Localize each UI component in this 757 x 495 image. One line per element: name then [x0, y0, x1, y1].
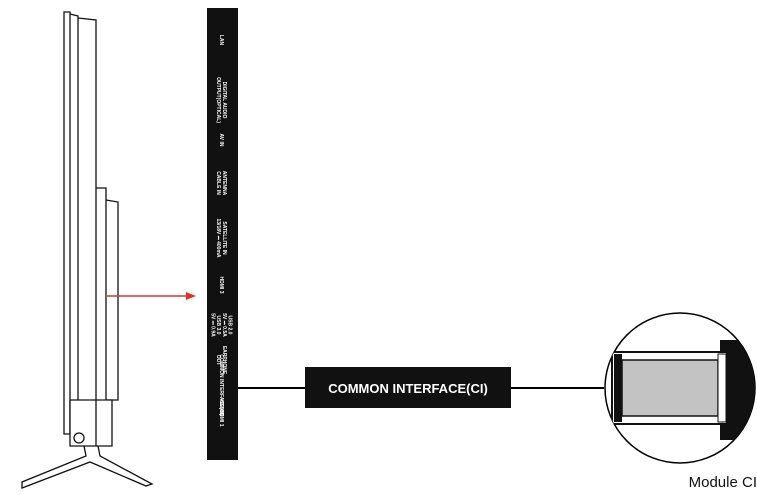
pointer-arrow: [106, 292, 196, 300]
ci-module-magnifier: [604, 312, 756, 464]
ci-callout-label: COMMON INTERFACE(CI): [328, 381, 488, 396]
port-label: HDMI 3: [218, 277, 224, 294]
port-label: AV IN: [218, 134, 224, 147]
ci-callout-box: [305, 367, 511, 408]
port-label: SATELLITE IN13/18V ⎓ 400mA: [215, 218, 227, 257]
port-label: EARPHONEOUT: [215, 346, 227, 375]
connector-panel: [207, 8, 238, 460]
port-label: DIGITAL AUDIOOUTPUT(OPTICAL): [215, 77, 227, 123]
port-label: HDMI 2: [218, 400, 224, 417]
module-ci-caption: Module CI: [688, 474, 757, 491]
port-label: LAN: [218, 35, 224, 46]
port-labels: LAN DIGITAL AUDIOOUTPUT(OPTICAL) AV IN ANTE…: [210, 35, 233, 427]
tv-side-view: [21, 11, 154, 489]
port-label: COMMON INTERFACE(CI): [218, 354, 224, 416]
port-label: ANTENNACABLE IN: [215, 171, 227, 196]
port-label: HDMI 1: [218, 410, 224, 427]
port-label: USB 2.05V ⎓ 0.5AUSB 3.05V ⎓ 0.9A: [210, 313, 233, 337]
